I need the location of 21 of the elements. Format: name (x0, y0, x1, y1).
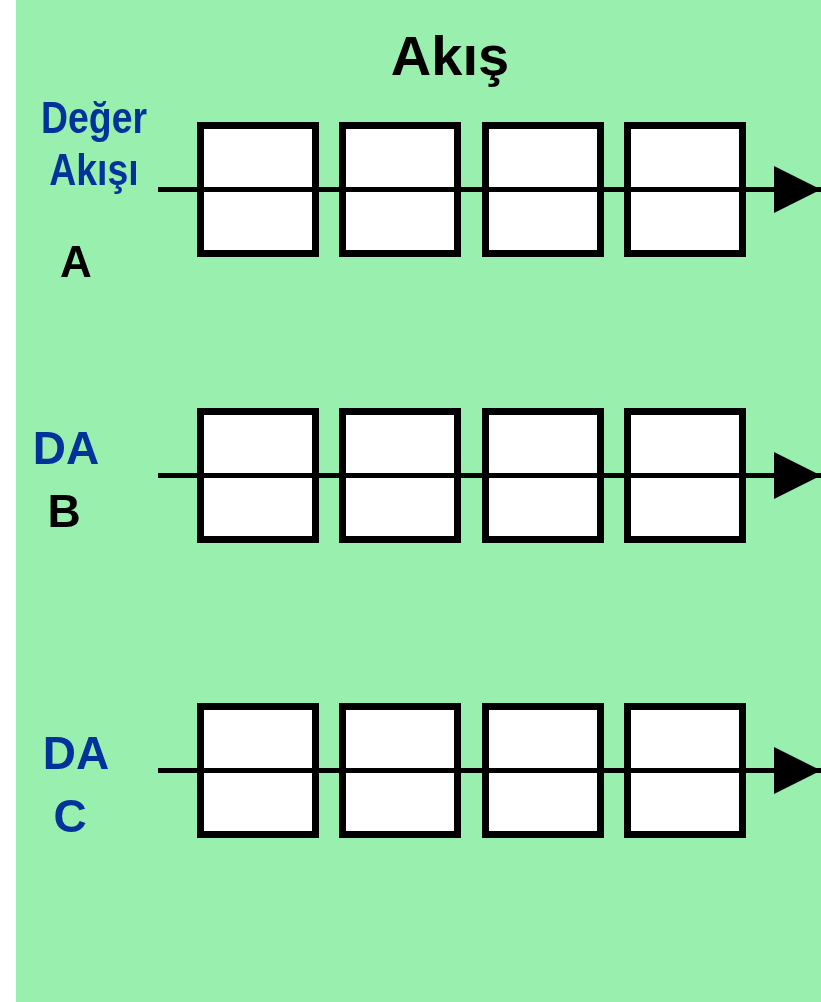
process-box (624, 408, 746, 543)
row-label: B (47, 488, 81, 534)
row-label: A (60, 240, 92, 284)
arrow (746, 747, 821, 794)
arrow (746, 166, 821, 213)
process-box (339, 122, 461, 257)
row-label: DA (42, 730, 110, 776)
process-box (339, 408, 461, 543)
process-box (197, 408, 319, 543)
process-box (339, 703, 461, 838)
process-box (197, 122, 319, 257)
row-label: DA (32, 425, 100, 471)
process-box (624, 122, 746, 257)
process-box (482, 703, 604, 838)
row-label: C (53, 793, 87, 839)
process-box (624, 703, 746, 838)
process-box (482, 122, 604, 257)
process-box (482, 408, 604, 543)
row-label: Değer Akışı (40, 92, 148, 196)
process-box (197, 703, 319, 838)
arrow (746, 452, 821, 499)
